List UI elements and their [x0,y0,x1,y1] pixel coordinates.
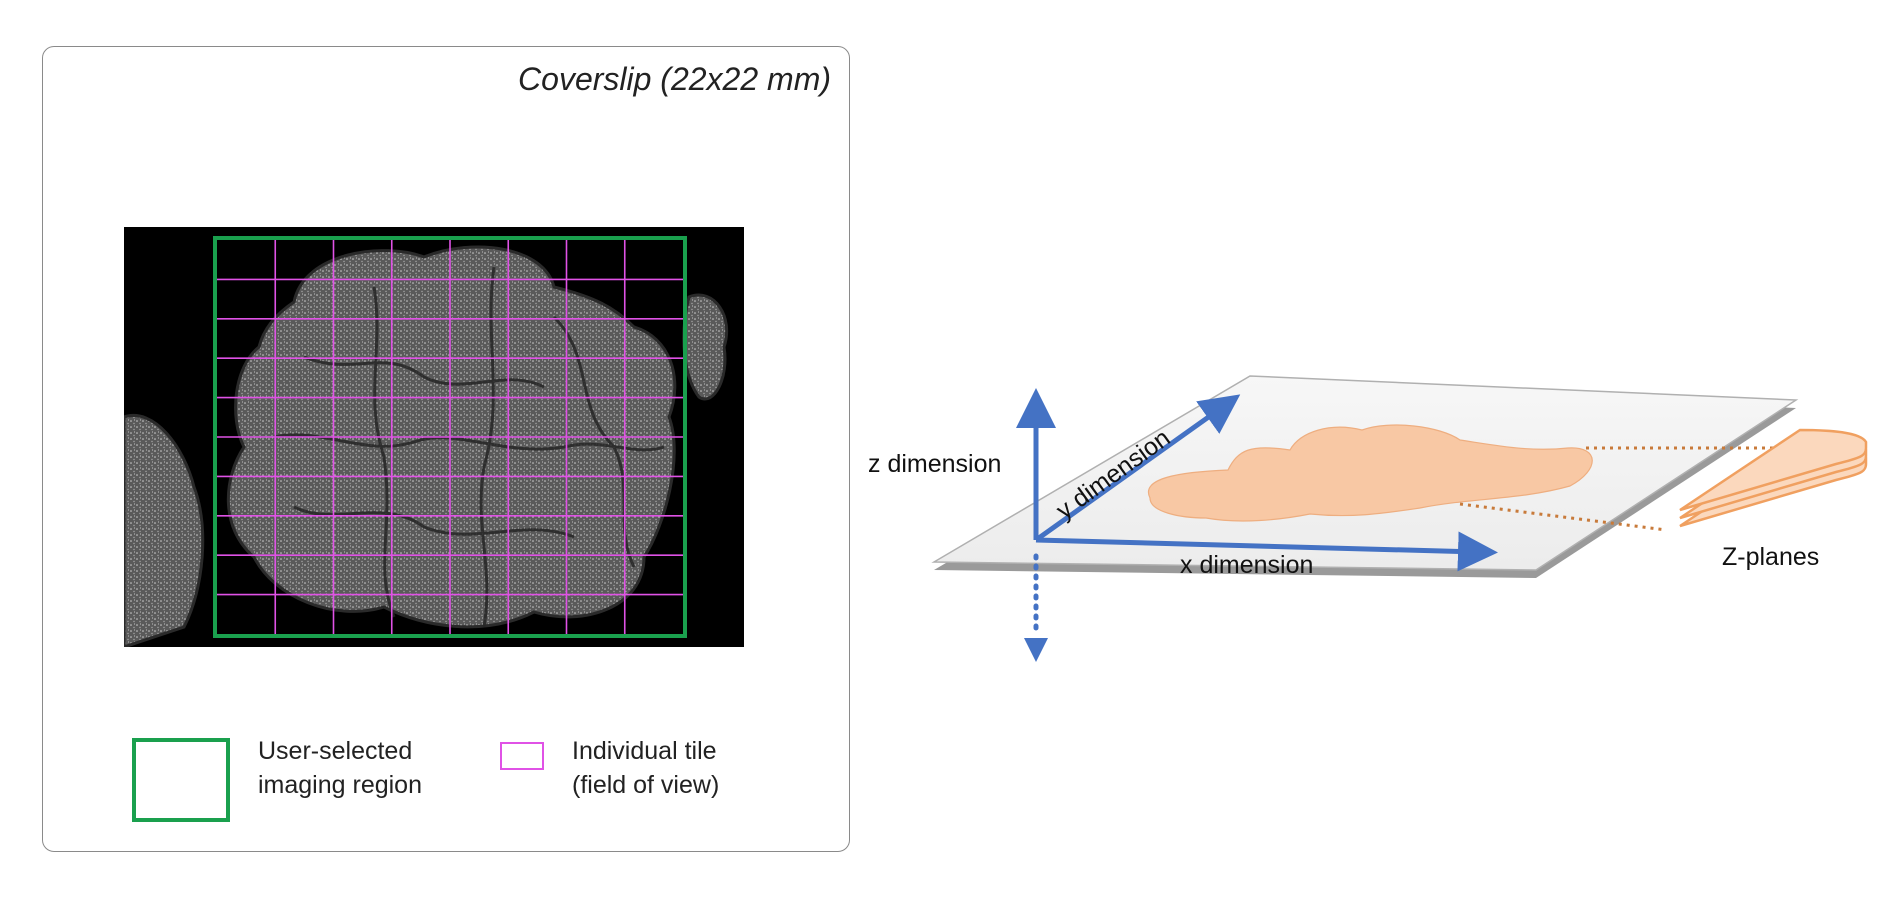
tissue-section [1147,424,1593,522]
y-axis-arrow [1034,394,1241,543]
x-dimension-label: x dimension [1180,551,1313,579]
zplanes-label: Z-planes [1722,543,1819,571]
tissue-micrograph [124,227,744,647]
coverslip-panel: Coverslip (22x22 mm) [42,46,850,852]
tile-grid [217,240,683,634]
legend-pink-swatch [500,742,544,770]
z-axis-down-arrowhead [1024,638,1048,662]
x-axis-arrow [1035,531,1498,572]
zplanes-stack [1679,428,1868,528]
zplane-connector-bottom [1459,502,1667,532]
coverslip-title: Coverslip (22x22 mm) [518,61,831,97]
z-dimension-label: z dimension [868,450,1001,478]
imaging-region-rect [213,236,687,638]
legend-green-swatch [132,738,230,822]
micrograph-svg [124,236,729,647]
legend-imaging-region-label: User-selected imaging region [258,737,422,799]
legend-tile-label: Individual tile (field of view) [572,737,720,799]
